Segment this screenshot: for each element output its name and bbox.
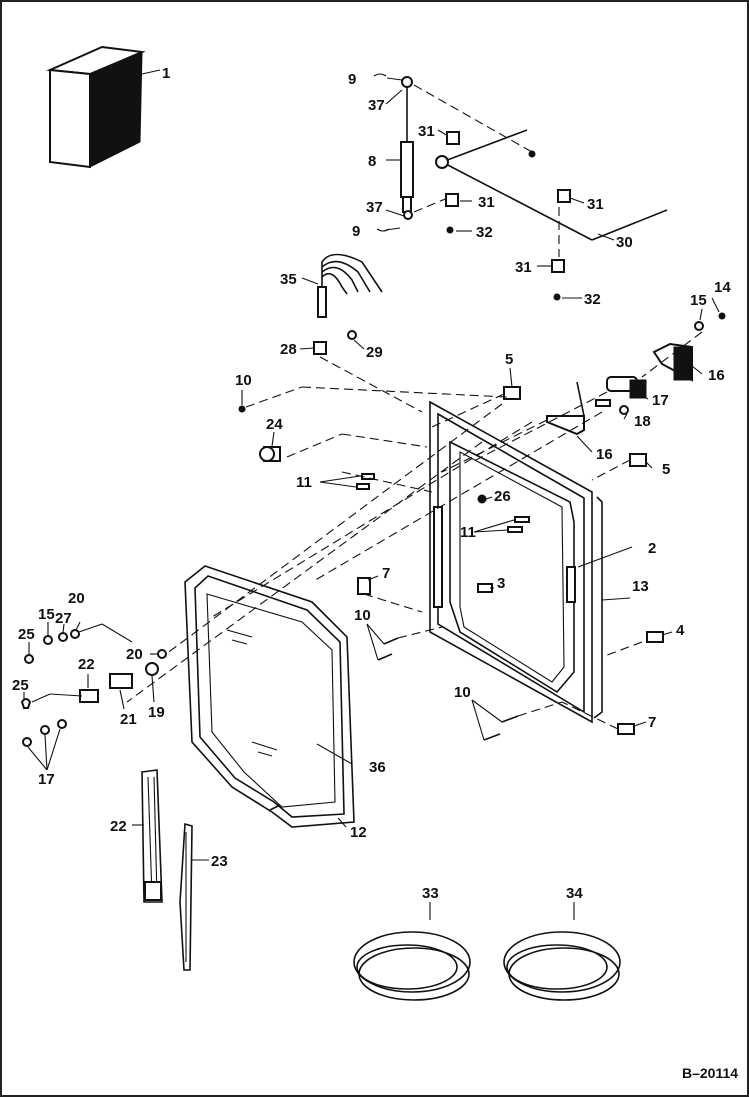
assembly-guide-lines	[126, 403, 603, 703]
figure-code: B–20114	[682, 1065, 738, 1081]
callout-20: 20	[68, 590, 85, 607]
callout-21: 21	[120, 711, 137, 728]
part-22-wiper-arm	[132, 769, 163, 903]
callout-15: 15	[690, 292, 707, 309]
part-8-gas-strut	[373, 73, 533, 232]
callout-5: 5	[505, 351, 513, 368]
callout-17: 17	[38, 771, 55, 788]
callout-37: 37	[368, 97, 385, 114]
callout-3: 3	[497, 575, 505, 592]
callout-31: 31	[478, 194, 495, 211]
callout-13: 13	[632, 578, 649, 595]
posts-and-bolts	[357, 575, 647, 741]
callout-27: 27	[55, 610, 72, 627]
part-13-door-seal	[593, 496, 631, 719]
callout-29: 29	[366, 344, 383, 361]
callout-8: 8	[368, 153, 376, 170]
callout-16: 16	[708, 367, 725, 384]
callout-34: 34	[566, 885, 583, 902]
callout-22: 22	[110, 818, 127, 835]
part-23-wiper-blade	[179, 822, 209, 971]
callout-23: 23	[211, 853, 228, 870]
part-35-wire-harness	[299, 253, 423, 413]
callout-4: 4	[676, 622, 685, 639]
callout-32: 32	[584, 291, 601, 308]
callout-25: 25	[12, 677, 29, 694]
callout-9: 9	[352, 223, 360, 240]
callout-19: 19	[148, 704, 165, 721]
callout-11: 11	[296, 474, 312, 491]
callout-22: 22	[78, 656, 95, 673]
callout-31: 31	[587, 196, 604, 213]
callout-31: 31	[515, 259, 532, 276]
callout-24: 24	[266, 416, 283, 433]
callout-37: 37	[366, 199, 383, 216]
part-34-seal-coil	[503, 902, 621, 1001]
callout-7: 7	[382, 565, 390, 582]
callout-31: 31	[418, 123, 435, 140]
callout-5: 5	[662, 461, 670, 478]
part-36-window-glass	[206, 593, 353, 808]
callout-14: 14	[714, 279, 731, 296]
callout-18: 18	[634, 413, 651, 430]
part-2-door-frame	[429, 400, 673, 724]
callout-20: 20	[126, 646, 143, 663]
callout-35: 35	[280, 271, 297, 288]
callout-15: 15	[38, 606, 55, 623]
callout-12: 12	[350, 824, 367, 841]
callout-26: 26	[494, 488, 511, 505]
right-hardware-group	[431, 297, 726, 481]
callout-11: 11	[460, 524, 476, 541]
callout-16: 16	[596, 446, 613, 463]
callout-32: 32	[476, 224, 493, 241]
part-12-window-frame	[184, 565, 355, 828]
left-top-hardware	[238, 386, 508, 493]
callout-9: 9	[348, 71, 356, 88]
callout-10: 10	[454, 684, 471, 701]
callout-30: 30	[616, 234, 633, 251]
callout-2: 2	[648, 540, 656, 557]
callout-25: 25	[18, 626, 35, 643]
callout-33: 33	[422, 885, 439, 902]
left-small-hardware	[20, 621, 167, 771]
callout-7: 7	[648, 714, 656, 731]
part-1-manual-box	[46, 45, 161, 169]
callout-17: 17	[652, 392, 669, 409]
callout-28: 28	[280, 341, 297, 358]
callout-10: 10	[235, 372, 252, 389]
callout-10: 10	[354, 607, 371, 624]
part-33-seal-coil	[353, 902, 471, 1001]
callout-labels: 1 9 37 31 8 31 31 37 32 9 30 31 32 35 14…	[12, 65, 731, 902]
callout-1: 1	[162, 65, 170, 82]
callout-36: 36	[369, 759, 386, 776]
part-30-linkage-bar	[435, 129, 668, 301]
